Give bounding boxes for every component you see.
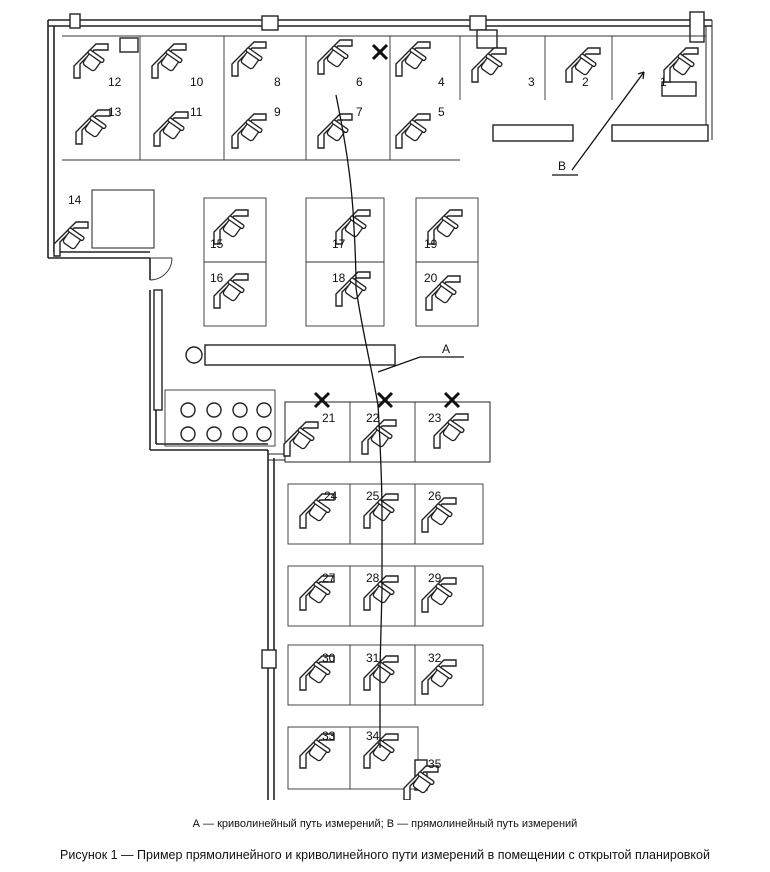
office-chair	[308, 499, 331, 522]
office-chair	[240, 47, 263, 70]
office-chair	[430, 665, 453, 688]
workstation-number: 4	[438, 75, 445, 89]
workstation-number: 1	[660, 75, 667, 89]
office-chair	[292, 427, 315, 450]
workstation-number: 19	[424, 237, 438, 251]
office-chair	[672, 53, 695, 76]
noise-source-icon	[313, 391, 331, 409]
workstation-number: 12	[108, 75, 122, 89]
arrow-head-b	[637, 71, 645, 80]
office-chairs	[62, 45, 695, 794]
noise-source-icon	[376, 391, 394, 409]
office-chair	[82, 49, 105, 72]
workstation-number: 30	[322, 651, 336, 665]
path-label-a: A	[442, 342, 450, 356]
workstation-number: 21	[322, 411, 336, 425]
office-chair	[372, 661, 395, 684]
workstation-number: 11	[190, 105, 203, 119]
workstation-number: 10	[190, 75, 204, 89]
office-chair	[434, 281, 457, 304]
office-chair	[162, 117, 185, 140]
workstation-number: 29	[428, 571, 442, 585]
office-chair	[404, 119, 427, 142]
path-label-b: B	[558, 159, 566, 173]
workstation-number: 35	[428, 757, 442, 771]
office-chair	[430, 503, 453, 526]
office-chair	[430, 583, 453, 606]
workstation-number: 28	[366, 571, 380, 585]
noise-source-icon	[371, 43, 389, 61]
legend-text: А — криволинейный путь измерений; В — пр…	[192, 818, 578, 830]
curved-path-a	[335, 94, 383, 748]
round-table	[180, 402, 196, 418]
office-chair	[62, 227, 85, 250]
workstation-number: 31	[366, 651, 380, 665]
round-table	[206, 426, 222, 442]
workstation-number: 2	[582, 75, 589, 89]
straight-path-b	[571, 71, 645, 171]
workstation-number: 15	[210, 237, 224, 251]
pointer-line-a	[377, 356, 464, 373]
round-table	[256, 402, 272, 418]
office-chair	[412, 771, 435, 794]
round-table	[206, 402, 222, 418]
office-chair	[308, 581, 331, 604]
office-chair	[240, 119, 263, 142]
workstation-number: 8	[274, 75, 281, 89]
noise-source-icon	[443, 391, 461, 409]
office-chair	[160, 49, 183, 72]
round-table	[232, 426, 248, 442]
office-chair	[222, 215, 245, 238]
building-walls	[47, 11, 713, 800]
workstation-number: 25	[366, 489, 380, 503]
office-chair	[442, 419, 465, 442]
office-chair	[308, 739, 331, 762]
workstation-number: 18	[332, 271, 346, 285]
workstation-number: 16	[210, 271, 224, 285]
workstation-number: 17	[332, 237, 346, 251]
workstation-number: 13	[108, 105, 122, 119]
office-chair	[222, 279, 245, 302]
office-chair	[574, 53, 597, 76]
office-chair	[326, 45, 349, 68]
workstation-number: 3	[528, 75, 535, 89]
office-chair	[404, 47, 427, 70]
office-chair	[326, 119, 349, 142]
workstation-number: 33	[322, 729, 336, 743]
workstation-number: 7	[356, 105, 363, 119]
workstation-number: 24	[324, 489, 338, 503]
sound-sources	[313, 43, 461, 409]
round-table	[180, 426, 196, 442]
office-chair	[344, 277, 367, 300]
workstation-number: 22	[366, 411, 380, 425]
office-chair	[308, 661, 331, 684]
workstation-number: 34	[366, 729, 380, 743]
workstation-number: 27	[322, 571, 336, 585]
workstation-number: 9	[274, 105, 281, 119]
figure-caption: Рисунок 1 — Пример прямолинейного и крив…	[60, 848, 710, 862]
office-chair	[372, 739, 395, 762]
meeting-tables	[180, 402, 272, 442]
office-chair	[480, 53, 503, 76]
office-chair	[436, 215, 459, 238]
workstation-number: 32	[428, 651, 442, 665]
round-table	[232, 402, 248, 418]
office-chair	[84, 115, 107, 138]
workstation-number: 14	[68, 193, 82, 207]
workstation-number: 5	[438, 105, 445, 119]
workstation-number: 23	[428, 411, 442, 425]
workstation-number: 20	[424, 271, 438, 285]
workstation-number: 26	[428, 489, 442, 503]
round-table	[256, 426, 272, 442]
workstation-number: 6	[356, 75, 363, 89]
